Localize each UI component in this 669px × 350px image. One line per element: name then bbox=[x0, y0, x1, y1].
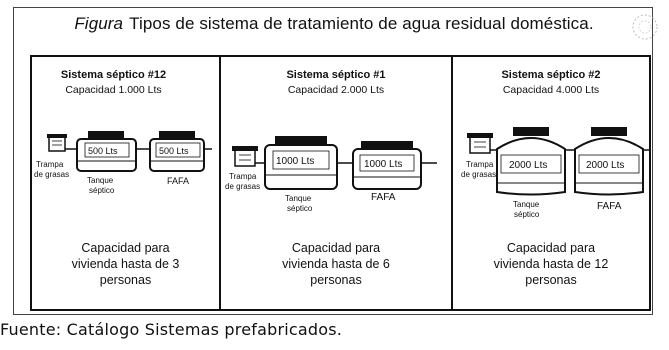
septic-label-line1: Tanque bbox=[513, 200, 540, 209]
figure-box: Figura Tipos de sistema de tratamiento de… bbox=[13, 7, 653, 315]
grease-trap-label-line1: Trampa bbox=[466, 160, 494, 169]
fafa-tank-icon bbox=[352, 141, 422, 190]
description-line: personas bbox=[310, 273, 362, 287]
grease-trap-label-line2: de grasas bbox=[225, 182, 260, 191]
systems-frame: Sistema séptico #12 Capacidad 1.000 Lts bbox=[30, 55, 651, 311]
source-caption: Fuente: Catálogo Sistemas prefabricados. bbox=[0, 320, 343, 339]
system-capacity: Capacidad 2.000 Lts bbox=[287, 84, 385, 96]
fafa-label: FAFA bbox=[167, 176, 189, 186]
description-line: vivienda hasta de 12 bbox=[493, 257, 609, 271]
tank-label-1: 500 Lts bbox=[88, 146, 118, 156]
grease-trap-label-line1: Trampa bbox=[36, 160, 64, 169]
fafa-tank-icon bbox=[574, 127, 644, 196]
tank-label-1: 1000 Lts bbox=[276, 156, 314, 167]
system-capacity: Capacidad 4.000 Lts bbox=[502, 84, 600, 96]
description-line: Capacidad para bbox=[81, 241, 170, 255]
system-diagram-2: 2000 Lts 2000 Lts Trampa de grasas Tanqu… bbox=[461, 127, 649, 219]
fafa-label: FAFA bbox=[371, 192, 396, 203]
system-title: Sistema séptico #2 bbox=[501, 69, 601, 81]
grease-trap-icon bbox=[232, 146, 258, 167]
system-diagram-1: 1000 Lts 1000 Lts Trampa de grasas Tanqu… bbox=[225, 136, 437, 213]
system-description: Capacidad para vivienda hasta de 3 perso… bbox=[32, 240, 219, 288]
septic-tank-icon bbox=[264, 136, 338, 190]
tank-label-2: 2000 Lts bbox=[586, 160, 624, 171]
septic-label-line2: séptico bbox=[89, 186, 115, 195]
fafa-label: FAFA bbox=[597, 201, 622, 212]
figure-title-text: Tipos de sistema de tratamiento de agua … bbox=[129, 14, 594, 33]
grease-trap-label-line2: de grasas bbox=[34, 170, 69, 179]
system-panel-12: Sistema séptico #12 Capacidad 1.000 Lts bbox=[32, 57, 221, 309]
system-panel-1: Sistema séptico #1 Capacidad 2.000 Lts bbox=[221, 57, 453, 309]
description-line: personas bbox=[99, 273, 152, 287]
system-title: Sistema séptico #1 bbox=[286, 69, 386, 81]
system-description: Capacidad para vivienda hasta de 12 pers… bbox=[453, 240, 649, 288]
tank-label-2: 1000 Lts bbox=[364, 159, 402, 170]
septic-label-line1: Tanque bbox=[285, 194, 312, 203]
system-description: Capacidad para vivienda hasta de 6 perso… bbox=[221, 240, 451, 288]
septic-label-line2: séptico bbox=[514, 210, 540, 219]
system-diagram-12: 500 Lts 500 Lts Trampa de grasas Tanque … bbox=[34, 131, 212, 195]
description-line: Capacidad para bbox=[291, 241, 381, 255]
grease-trap-icon bbox=[467, 133, 493, 154]
septic-label-line1: Tanque bbox=[87, 176, 114, 185]
figure-label: Figura bbox=[74, 14, 124, 33]
description-line: Capacidad para bbox=[506, 241, 596, 255]
description-line: personas bbox=[525, 273, 577, 287]
system-capacity: Capacidad 1.000 Lts bbox=[65, 84, 162, 96]
septic-tank-icon bbox=[76, 131, 137, 172]
description-line: vivienda hasta de 3 bbox=[71, 257, 180, 271]
grease-trap-label-line2: de grasas bbox=[461, 170, 496, 179]
grease-trap-icon bbox=[47, 134, 67, 152]
description-line: vivienda hasta de 6 bbox=[282, 257, 390, 271]
system-title: Sistema séptico #12 bbox=[60, 69, 167, 81]
septic-label-line2: séptico bbox=[287, 204, 313, 213]
septic-tank-icon bbox=[496, 127, 566, 196]
grease-trap-label-line1: Trampa bbox=[229, 172, 257, 181]
system-panel-2: Sistema séptico #2 Capacidad 4.000 Lts bbox=[453, 57, 649, 309]
fafa-tank-icon bbox=[149, 131, 205, 172]
tank-label-1: 2000 Lts bbox=[509, 160, 547, 171]
figure-title: Figura Tipos de sistema de tratamiento de… bbox=[14, 14, 654, 34]
tank-label-2: 500 Lts bbox=[159, 146, 189, 156]
scan-artifact-icon bbox=[632, 14, 658, 40]
